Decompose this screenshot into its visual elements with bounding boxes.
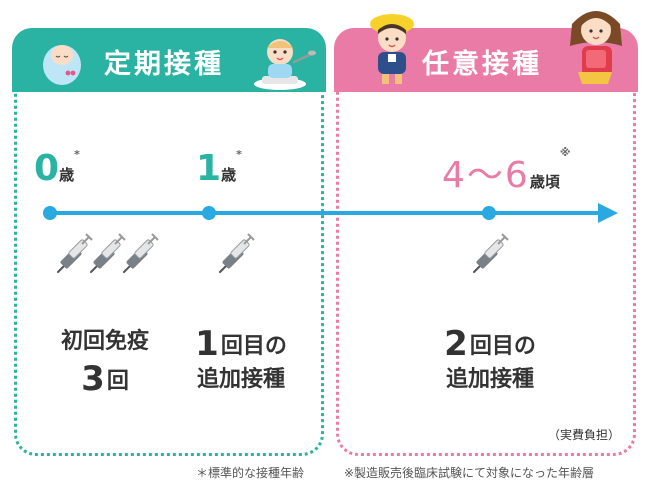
booster-number-suffix: 回目の <box>469 334 536 359</box>
first-booster-description: 1回目の 追加接種 <box>176 322 306 395</box>
age-number: 0 <box>34 148 60 189</box>
description-line: 2回目の <box>420 322 560 366</box>
syringe-icon <box>57 233 93 273</box>
routine-vaccination-header: 定期接種 <box>12 28 326 92</box>
syringe-icon <box>90 233 126 273</box>
swaddled-baby-icon <box>43 45 81 85</box>
description-line: 初回免疫 <box>60 329 149 354</box>
optional-vaccination-header: 任意接種 <box>334 11 638 92</box>
syringe-icon <box>219 233 255 273</box>
description-line: 追加接種 <box>196 367 285 393</box>
toddler-eating-icon <box>254 39 316 90</box>
timeline-point-0 <box>43 206 57 220</box>
description-line: 1回目の <box>176 322 306 366</box>
timeline-point-1 <box>202 206 216 220</box>
description-line: 3回 <box>40 357 170 401</box>
routine-vaccination-title: 定期接種 <box>104 49 224 80</box>
dose-count: 3 <box>81 358 105 399</box>
age-label-1: 1歳 * <box>196 148 242 189</box>
primary-immunization-description: 初回免疫 3回 <box>40 328 170 401</box>
booster-number-suffix: 回目の <box>220 334 287 359</box>
age-unit: 歳 <box>221 166 237 184</box>
age-number: 4〜6 <box>442 155 530 196</box>
booster-number: 2 <box>444 324 468 364</box>
trial-age-mark: ※ <box>559 146 571 159</box>
booster-number: 1 <box>195 324 219 364</box>
schoolchild-yellow-hat-icon <box>370 14 414 84</box>
standard-age-footnote: ＊標準的な接種年齢 <box>196 466 305 480</box>
timeline-arrowhead <box>598 203 618 223</box>
age-number: 1 <box>196 148 222 189</box>
description-line: 追加接種 <box>445 367 534 393</box>
one-dose-syringe-2 <box>473 233 509 273</box>
age-label-4-6: 4〜6歳頃 ※ <box>442 146 571 198</box>
syringe-icon <box>123 233 159 273</box>
age-label-0: 0歳 * <box>34 148 80 189</box>
syringe-icon <box>473 233 509 273</box>
standard-age-mark: * <box>236 148 242 161</box>
one-dose-syringe-1 <box>219 233 255 273</box>
three-doses-syringes <box>57 233 159 273</box>
girl-with-red-backpack-icon <box>570 11 622 84</box>
age-unit: 歳 <box>59 166 75 184</box>
clinical-trial-age-footnote: ※製造販売後臨床試験にて対象になった年齢層 <box>344 466 595 480</box>
self-pay-note: （実費負担） <box>548 428 621 442</box>
second-booster-description: 2回目の 追加接種 <box>420 322 560 395</box>
age-unit: 歳頃 <box>529 173 560 191</box>
optional-vaccination-title: 任意接種 <box>422 49 542 80</box>
standard-age-mark: * <box>74 148 80 161</box>
timeline-point-4-6 <box>482 206 496 220</box>
dose-count-unit: 回 <box>106 368 129 394</box>
